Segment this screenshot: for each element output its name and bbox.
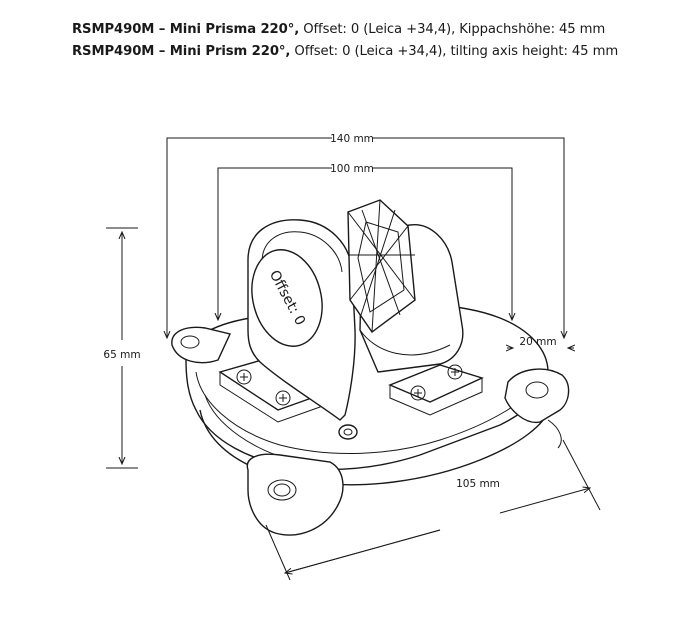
prism-glass [347,199,416,333]
title-english-rest: Offset: 0 (Leica +34,4), tilting axis he… [290,44,619,59]
title-english-bold: RSMP490M – Mini Prism 220°, [72,44,291,59]
dim-105: 105 mm [265,439,601,581]
dim-100: 100 mm [218,163,512,320]
lug-front [246,453,344,536]
title-english: RSMP490M – Mini Prism 220°, Offset: 0 (L… [72,44,618,59]
title-german-rest: Offset: 0 (Leica +34,4), Kippachshöhe: 4… [299,22,606,37]
dim-20: 20 mm [507,336,574,348]
dim-105-label: 105 mm [456,478,500,490]
title-german-bold: RSMP490M – Mini Prisma 220°, [72,22,300,37]
offset-plate: Offset: 0 [251,249,323,347]
front-screw [338,424,358,440]
dim-20-label: 20 mm [519,336,556,348]
lug-right [504,368,570,449]
title-german: RSMP490M – Mini Prisma 220°, Offset: 0 (… [72,22,605,37]
dim-140-label: 140 mm [330,133,374,145]
lug-back-left [171,326,231,364]
dim-140: 140 mm [167,133,564,338]
clamp-right [388,364,484,416]
dim-65-label: 65 mm [103,349,140,361]
dim-65: 65 mm [103,227,141,469]
dim-100-label: 100 mm [330,163,374,175]
